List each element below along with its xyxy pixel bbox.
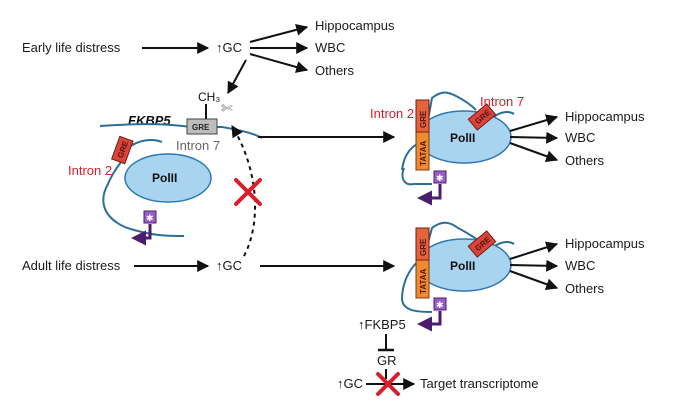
- dna-strand-right-top-loop: [401, 167, 432, 186]
- dna-strand-left-loop: [102, 157, 185, 237]
- intron7-label-right-top: Intron 7: [480, 94, 524, 109]
- tataa-label-right-top: TATAA: [419, 140, 428, 166]
- intron2-label-left: Intron 2: [68, 163, 112, 178]
- early-life-distress-label: Early life distress: [22, 40, 121, 55]
- gc-bottom-label: ↑GC: [216, 258, 242, 273]
- gc-to-others-arrow-top: [249, 53, 309, 73]
- tataa-gre-box-right-top: TATAA GRE: [415, 99, 430, 171]
- right-bottom-to-others-arrow: [509, 270, 559, 290]
- star-box-right-top: [433, 170, 447, 184]
- star-icon-right-top: ✱: [436, 173, 444, 183]
- target-others-top: Others: [315, 63, 355, 78]
- dna-strand-right-bottom: [401, 221, 479, 301]
- gre-box-intron2-left: GRE: [111, 135, 134, 165]
- right-bottom-to-wbc-arrow: [509, 259, 559, 272]
- polii-label-left: PolII: [152, 171, 177, 185]
- target-others-right-top: Others: [565, 153, 605, 168]
- intron2-label-right-top: Intron 2: [370, 106, 414, 121]
- star-box-left: [143, 210, 157, 224]
- tataa-gre-box-right-bottom: TATAA GRE: [415, 227, 430, 299]
- right-top-to-wbc-arrow: [509, 131, 559, 144]
- star-icon-right-bottom: ✱: [436, 300, 444, 310]
- dna-strand-left-top: [99, 123, 263, 139]
- target-others-right-bottom: Others: [565, 281, 605, 296]
- target-wbc-top: WBC: [315, 40, 345, 55]
- blocked-x-icon-bottom: [376, 372, 400, 396]
- gre-box-intron7-right-top: GRE: [467, 103, 497, 131]
- intron7-label-left: Intron 7: [176, 138, 220, 153]
- gc-to-hippocampus-arrow-top: [249, 23, 309, 43]
- right-bottom-to-hippocampus-arrow: [509, 241, 559, 260]
- methyl-label: CH₃: [198, 90, 220, 104]
- fkbp5-gene-label: FKBP5: [128, 113, 171, 128]
- tataa-label-right-bottom: TATAA: [419, 268, 428, 294]
- gr-label: GR: [377, 353, 397, 368]
- star-icon-left: ✱: [146, 213, 154, 223]
- target-wbc-right-bottom: WBC: [565, 258, 595, 273]
- promoter-arrow-left: [131, 224, 152, 246]
- blocked-x-icon-middle: [234, 178, 262, 206]
- adult-life-distress-label: Adult life distress: [22, 258, 121, 273]
- gre-label-right-bottom-intron2: GRE: [419, 238, 428, 256]
- target-hippocampus-top: Hippocampus: [315, 18, 395, 33]
- gre-label-left-intron7: GRE: [192, 123, 210, 132]
- right-top-to-others-arrow: [509, 142, 559, 162]
- gre-box-intron7-right-bottom: GRE: [467, 230, 497, 258]
- target-hippocampus-right-top: Hippocampus: [565, 109, 645, 124]
- target-transcriptome-label: Target transcriptome: [420, 376, 539, 391]
- gre-box-intron7-left: [186, 118, 218, 135]
- gc-cascade-label: ↑GC: [337, 376, 363, 391]
- polii-ellipse-left: [124, 153, 212, 203]
- dna-strand-right-bottom-loop: [401, 297, 433, 313]
- dna-strand-right-top: [401, 91, 477, 171]
- scissors-icon: ✄: [221, 100, 233, 116]
- polii-label-right-bottom: PolII: [450, 259, 475, 273]
- gc-to-methylation-arrow: [227, 59, 247, 95]
- star-box-right-bottom: [433, 297, 447, 311]
- fkbp5-up-label: ↑FKBP5: [358, 317, 406, 332]
- right-top-to-hippocampus-arrow: [509, 114, 559, 132]
- target-wbc-right-top: WBC: [565, 130, 595, 145]
- promoter-arrow-right-bottom: [417, 311, 442, 332]
- gre-label-right-top-intron2: GRE: [419, 110, 428, 128]
- target-hippocampus-right-bottom: Hippocampus: [565, 236, 645, 251]
- polii-label-right-top: PolII: [450, 131, 475, 145]
- gc-top-label: ↑GC: [216, 40, 242, 55]
- promoter-arrow-right-top: [417, 184, 442, 206]
